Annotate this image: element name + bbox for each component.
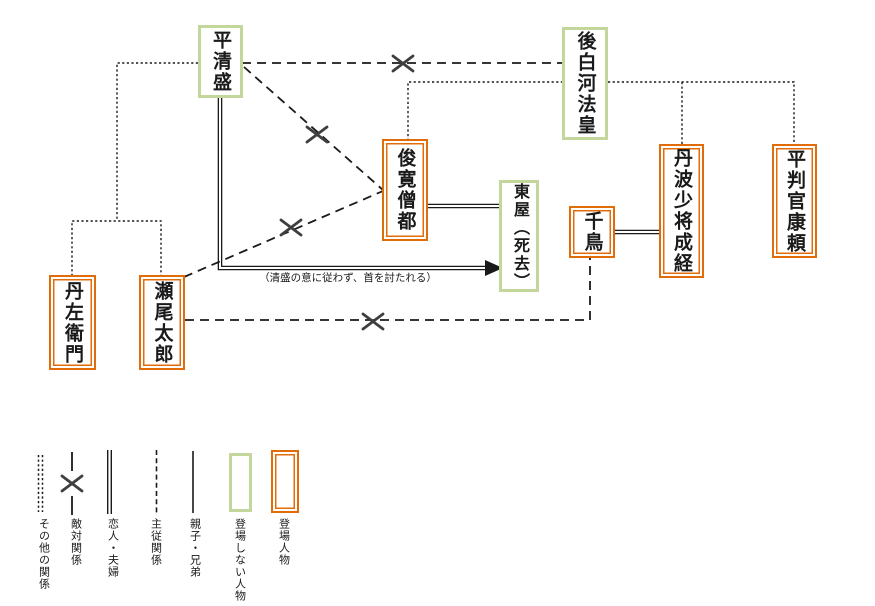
x-mark	[361, 312, 385, 331]
double-line-edges	[217, 97, 661, 276]
node-naritsune: 丹波少将成経	[659, 144, 704, 278]
legend-label-master-servant: 主従関係	[149, 518, 162, 566]
x-marks	[279, 54, 415, 331]
legend-label-parent-sibling: 親子・兄弟	[188, 518, 201, 578]
arrowhead	[485, 260, 503, 276]
beheaded-annotation: （清盛の意に従わず、首を討たれる）	[259, 272, 437, 284]
node-azumaya: 東屋（死去）	[499, 180, 539, 292]
node-goshirakawa: 後白河法皇	[562, 27, 608, 140]
node-kiyomori: 平清盛	[198, 25, 243, 98]
legend-not-appear-box	[229, 453, 252, 512]
node-chidori: 千鳥	[569, 206, 615, 258]
node-yasuyori-label: 平判官康頼	[784, 148, 805, 254]
node-yasuyori: 平判官康頼	[772, 144, 817, 258]
node-chidori-label: 千鳥	[581, 211, 603, 253]
legend-label-appear: 登場人物	[277, 518, 290, 566]
node-senoo: 瀬尾太郎	[139, 275, 185, 370]
node-shunkan: 俊寛僧都	[382, 139, 428, 241]
x-mark	[305, 125, 329, 144]
node-tanzaemon: 丹左衛門	[49, 275, 96, 370]
node-senoo-label: 瀬尾太郎	[151, 280, 173, 365]
node-azumaya-label: 東屋（死去）	[511, 183, 528, 291]
legend-other-relation-line	[37, 455, 44, 512]
legend-glyphs	[37, 450, 194, 515]
legend-label-hostile: 敵対関係	[69, 518, 82, 566]
x-mark	[60, 474, 84, 493]
node-tanzaemon-label: 丹左衛門	[62, 280, 83, 365]
legend-appear-box	[271, 450, 299, 513]
node-shunkan-label: 俊寛僧都	[394, 148, 416, 232]
x-mark	[391, 54, 415, 73]
x-mark	[279, 218, 303, 237]
legend-label-couple: 恋人・夫婦	[106, 518, 119, 578]
master-servant-edges	[71, 62, 795, 276]
legend-label-not-appear: 登場しない人物	[233, 518, 246, 602]
node-goshirakawa-label: 後白河法皇	[574, 31, 596, 136]
node-kiyomori-label: 平清盛	[210, 30, 231, 93]
node-naritsune-label: 丹波少将成経	[671, 148, 692, 274]
legend-label-other: その他の関係	[37, 518, 50, 590]
